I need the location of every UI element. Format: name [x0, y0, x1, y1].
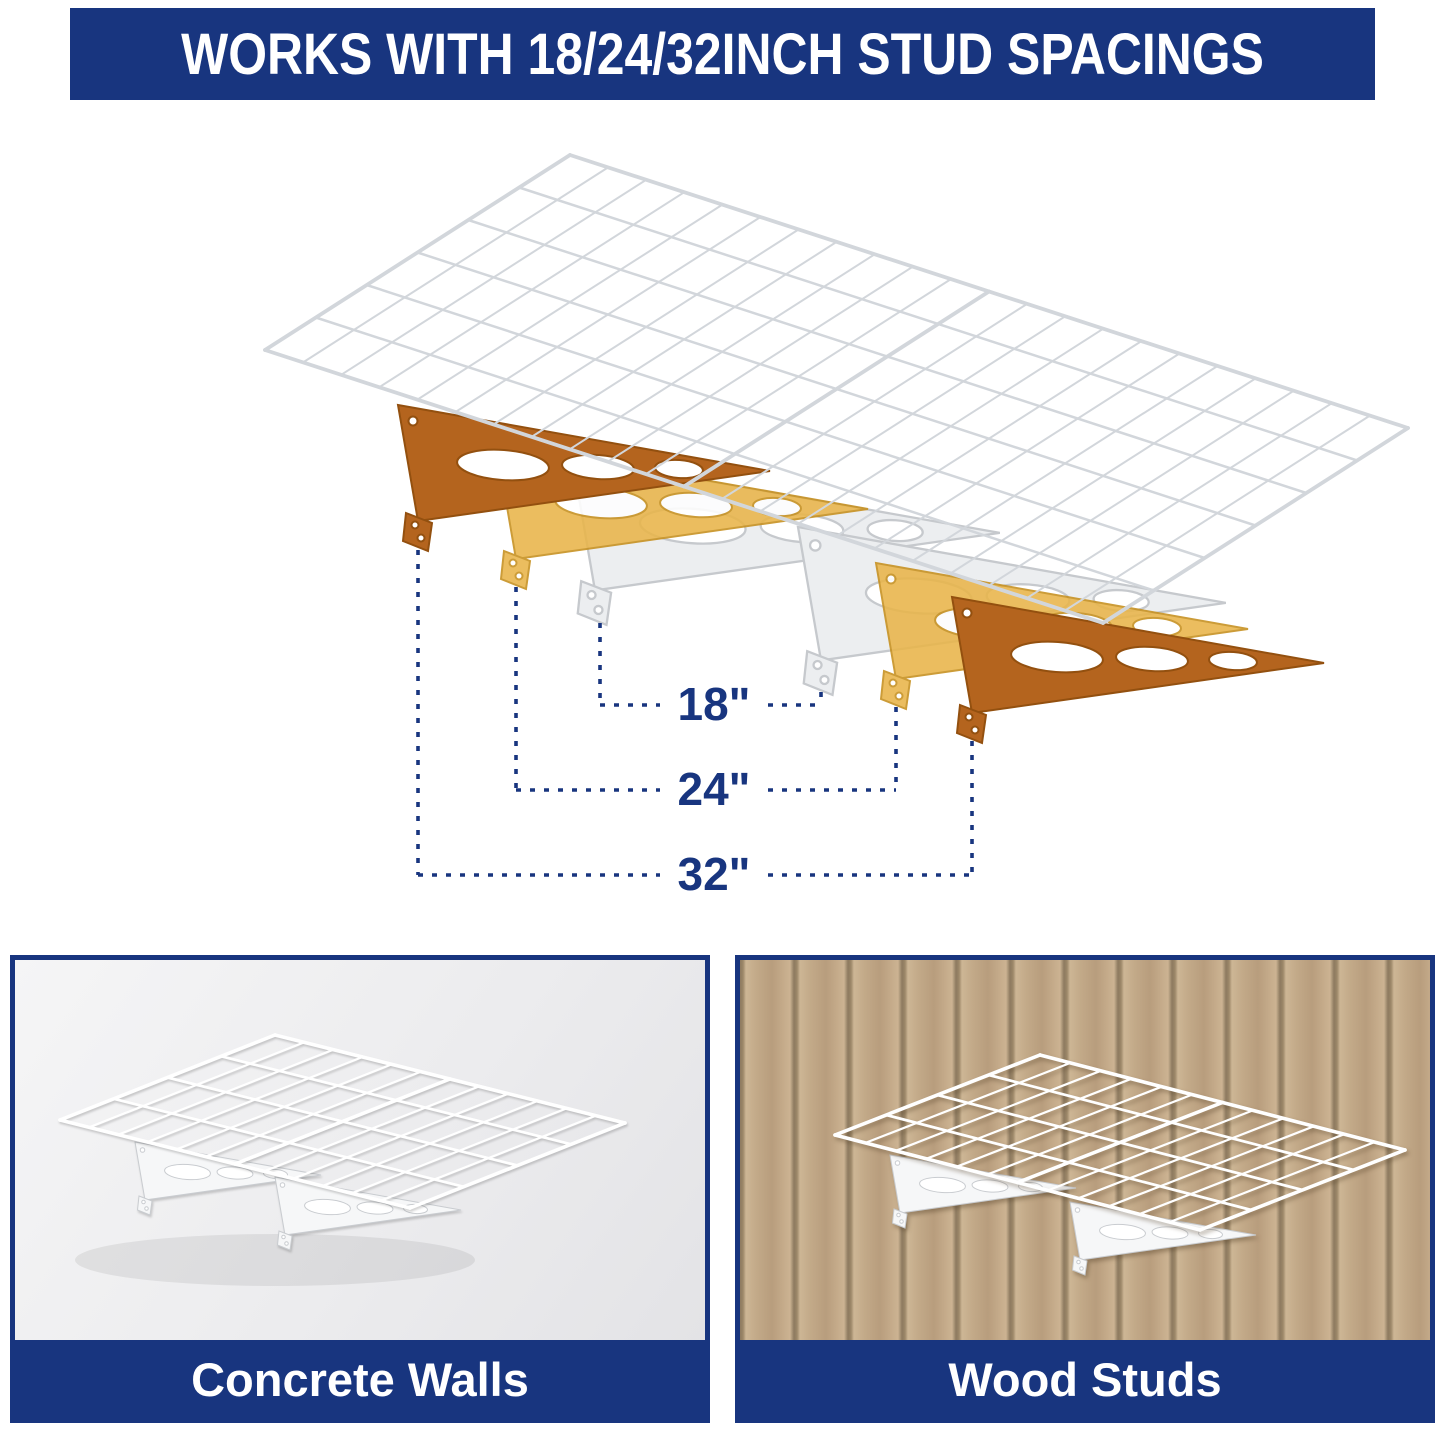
wood-caption-bar: Wood Studs: [740, 1340, 1430, 1418]
dimension-lines: [416, 550, 974, 877]
wood-bracket-group: [889, 1154, 1257, 1276]
wood-shelf-art: [833, 1053, 1407, 1276]
wood-panel: Wood Studs: [735, 955, 1435, 1423]
grid-wire: [1107, 1125, 1315, 1208]
dimension-label-32: 32": [678, 848, 751, 900]
grid-wire: [1168, 1141, 1376, 1224]
grid-wire: [1198, 1148, 1407, 1232]
wood-caption: Wood Studs: [948, 1352, 1222, 1406]
grid-wire: [204, 1070, 422, 1158]
concrete-panel: Concrete Walls: [10, 955, 710, 1423]
grid-wire: [1063, 414, 1371, 612]
grid-wire: [302, 166, 610, 364]
grid-wire: [175, 1063, 393, 1151]
grid-wire: [88, 1041, 306, 1129]
grid-wire: [644, 278, 952, 476]
concrete-caption: Concrete Walls: [191, 1352, 529, 1406]
grid-wire: [416, 203, 724, 401]
concrete-wall-photo: [15, 960, 705, 1340]
grid-wire: [955, 1085, 1163, 1168]
grid-wire: [408, 1121, 627, 1210]
grid-wire: [378, 191, 686, 389]
grid-wire: [797, 327, 1105, 525]
grid-wire: [321, 1099, 539, 1188]
grid-wire: [379, 1114, 597, 1202]
grid-wire: [263, 153, 572, 352]
grid-wire: [1046, 1109, 1255, 1192]
grid-wire: [925, 1077, 1133, 1160]
grid-wire: [492, 228, 800, 426]
concrete-caption-bar: Concrete Walls: [15, 1340, 705, 1418]
grid-wire: [117, 1048, 335, 1136]
grid-wire: [835, 340, 1143, 538]
grid-wire: [1015, 1100, 1225, 1185]
shelf-shadow: [75, 1234, 475, 1286]
grid-wire: [292, 1092, 510, 1180]
grid-wire: [340, 178, 648, 376]
wood-studs-photo: [740, 960, 1430, 1340]
wire-shelf-grid: [833, 1053, 1407, 1232]
grid-wire: [568, 253, 876, 451]
grid-wire: [146, 1055, 364, 1144]
grid-wire: [233, 1077, 452, 1166]
grid-wire: [58, 1033, 277, 1122]
grid-wire: [350, 1107, 568, 1195]
grid-wire: [454, 216, 762, 413]
banner-title: WORKS WITH 18/24/32INCH STUD SPACINGS: [181, 21, 1264, 87]
grid-wire: [1101, 426, 1410, 625]
grid-wire: [911, 365, 1219, 562]
bracket-white: [1069, 1201, 1257, 1276]
grid-wire: [986, 1093, 1194, 1176]
grid-wire: [759, 315, 1067, 513]
title-banner: WORKS WITH 18/24/32INCH STUD SPACINGS: [70, 8, 1375, 100]
grid-wire: [530, 240, 838, 438]
wire-shelf-grid: [263, 153, 1410, 625]
dimension-labels: 18" 24" 32": [678, 678, 751, 900]
grid-wire: [873, 352, 1181, 550]
wire-shelf-grid: [58, 1033, 627, 1210]
grid-wire: [721, 302, 1029, 500]
stud-spacing-diagram: 18" 24" 32": [263, 153, 1410, 900]
grid-wire: [987, 389, 1295, 587]
grid-wire: [949, 377, 1257, 575]
grid-wire: [833, 1053, 1042, 1137]
grid-wire: [1077, 1117, 1285, 1200]
grid-wire: [894, 1069, 1102, 1152]
grid-wire: [606, 265, 914, 463]
grid-wire: [263, 1085, 481, 1173]
dimension-label-18: 18": [678, 678, 751, 730]
bracket-group: [397, 404, 1325, 744]
grid-wire: [682, 289, 991, 489]
dimension-label-24: 24": [678, 763, 751, 815]
grid-wire: [1138, 1133, 1346, 1216]
concrete-shelf-art: [58, 1033, 627, 1286]
grid-wire: [864, 1061, 1072, 1144]
grid-wire: [1025, 402, 1333, 600]
